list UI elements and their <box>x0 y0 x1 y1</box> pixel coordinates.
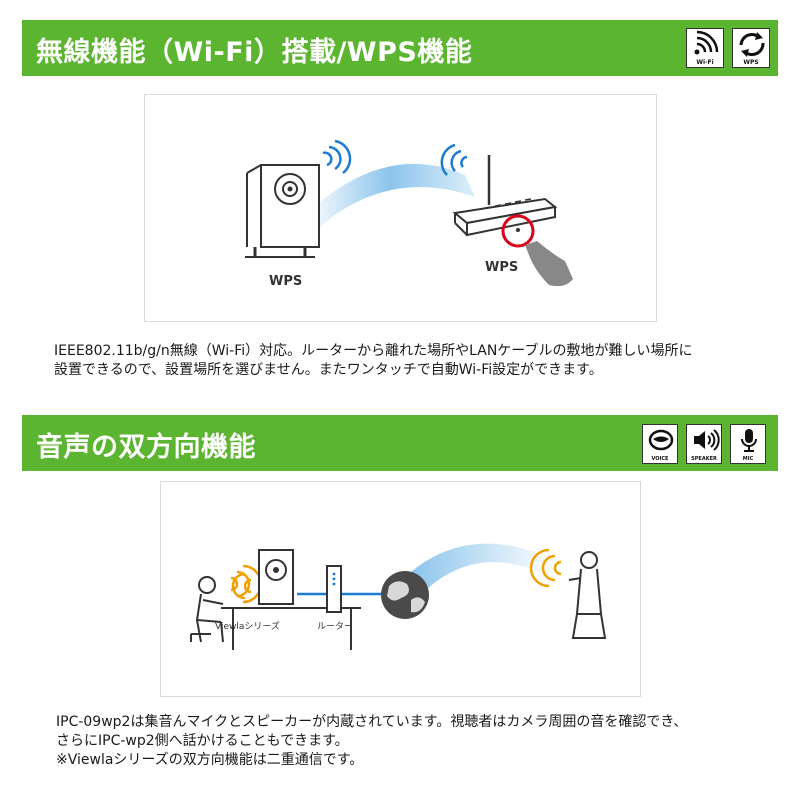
camera-device <box>245 164 320 258</box>
section1-caption-line-1: IEEE802.11b/g/n無線（Wi-Fi）対応。ルーターから離れた場所やL… <box>54 343 693 359</box>
voice-badge: VOICE <box>642 424 678 464</box>
wps-badge-label: WPS <box>743 59 759 66</box>
wps-diagram: WPS WPS <box>245 139 573 289</box>
standing-person <box>568 551 607 639</box>
voice-icon <box>648 429 674 451</box>
signal-arc <box>411 543 556 590</box>
section2-caption-line-2: さらにIPC-wp2側へ話かけることもできます。 <box>56 733 349 749</box>
wifi-badge: Wi-Fi <box>686 28 724 68</box>
seated-person <box>190 576 224 643</box>
mic-badge: MIC <box>730 424 766 464</box>
listener-sound-waves <box>529 548 562 588</box>
two-way-audio-diagram: Viewlaシリーズ ルーター <box>190 543 607 650</box>
globe-icon <box>381 571 429 619</box>
camera-series-label: Viewlaシリーズ <box>215 620 280 632</box>
camera-wifi-waves <box>322 139 352 174</box>
section1-diagram-panel: WPS WPS <box>144 94 657 322</box>
section1-caption: IEEE802.11b/g/n無線（Wi-Fi）対応。ルーターから離れた場所やL… <box>54 342 692 380</box>
camera-device <box>255 549 297 609</box>
section1-header-band: 無線機能（Wi-Fi）搭載/WPS機能 <box>22 20 778 76</box>
section2-title: 音声の双方向機能 <box>36 432 256 463</box>
wifi-icon <box>694 30 719 55</box>
section2-caption-line-1: IPC-09wp2は集音んマイクとスピーカーが内蔵されています。視聴者はカメラ周… <box>56 714 688 730</box>
section1-title: 無線機能（Wi-Fi）搭載/WPS機能 <box>36 37 473 68</box>
camera-wps-label: WPS <box>269 274 302 289</box>
router-device <box>326 565 342 613</box>
section2-caption: IPC-09wp2は集音んマイクとスピーカーが内蔵されています。視聴者はカメラ周… <box>56 713 687 770</box>
mic-icon <box>741 429 757 452</box>
voice-badge-label: VOICE <box>651 456 669 462</box>
section1-caption-line-2: 設置できるので、設置場所を選びません。またワンタッチで自動Wi-Fi設定ができま… <box>54 362 603 378</box>
mic-badge-label: MIC <box>742 456 754 462</box>
router-wps-label: WPS <box>485 260 518 275</box>
speaker-icon <box>694 429 720 451</box>
pointing-finger-icon <box>525 241 573 287</box>
speaker-badge: SPEAKER <box>686 424 722 464</box>
camera-sound-waves <box>231 572 252 600</box>
router-label: ルーター <box>317 621 353 632</box>
router-device <box>452 155 558 248</box>
wps-icon <box>739 32 765 57</box>
speaker-badge-label: SPEAKER <box>691 456 717 462</box>
section2-diagram-panel: Viewlaシリーズ ルーター <box>160 481 641 697</box>
wifi-badge-label: Wi-Fi <box>696 59 714 66</box>
signal-arc <box>305 163 475 235</box>
router-wifi-waves <box>440 143 468 176</box>
wps-badge: WPS <box>732 28 770 68</box>
section2-caption-line-3: ※Viewlaシリーズの双方向機能は二重通信です。 <box>56 752 364 768</box>
